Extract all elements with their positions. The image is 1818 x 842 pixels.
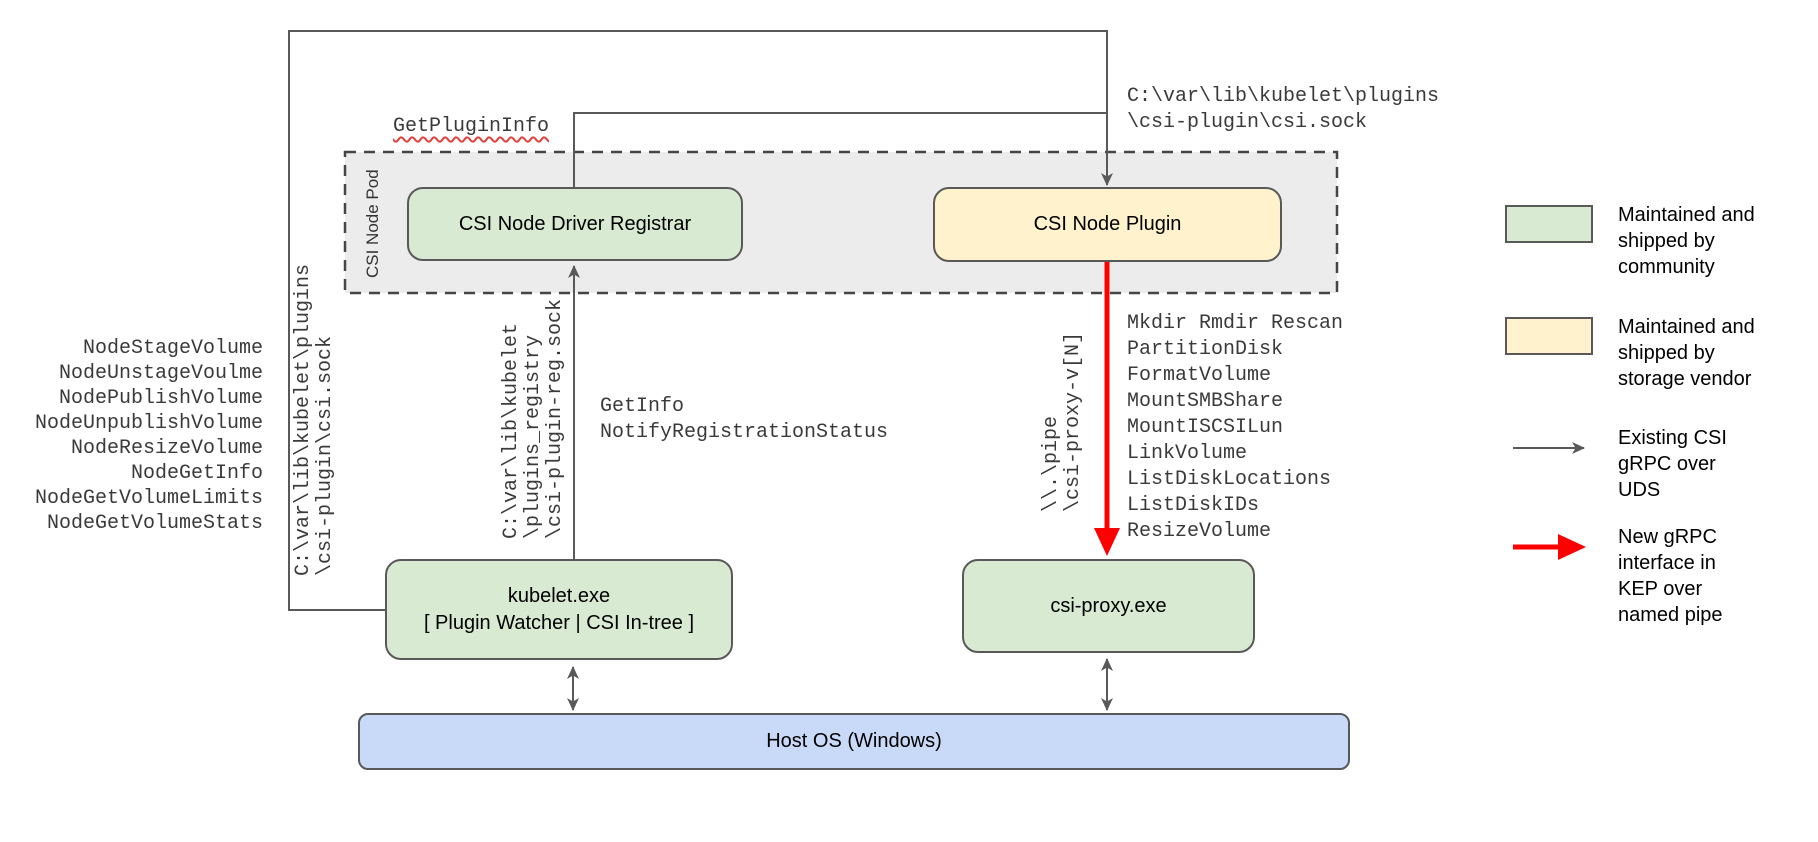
host-os-box: Host OS (Windows) [358,713,1350,770]
csi-proxy-rpc-list: Mkdir Rmdir Rescan PartitionDisk FormatV… [1127,312,1344,543]
getplugininfo-connector [573,112,1106,187]
legend-community-swatch [1505,205,1593,243]
host-os-label: Host OS (Windows) [766,730,942,752]
registration-sock-path-rotated-annotation: C:\var\lib\kubelet \plugins_registry \cs… [500,298,567,539]
csi-node-driver-registrar-box: CSI Node Driver Registrar [407,187,743,261]
csi-node-pod-label: CSI Node Pod [363,169,382,278]
legend-existing-uds-label: Existing CSI gRPC over UDS [1618,427,1727,501]
csi-node-driver-registrar-label: CSI Node Driver Registrar [458,212,692,235]
uds-sock-path-rotated-annotation: C:\var\lib\kubelet\plugins \csi-plugin\c… [292,263,337,576]
kubelet-label-line1: kubelet.exe [507,584,611,607]
kubelet-label-line2: [ Plugin Watcher | CSI In-tree ] [423,611,695,634]
plugin-sock-path-annotation: C:\var\lib\kubelet\plugins \csi-plugin\c… [1127,85,1440,134]
legend-vendor-swatch [1505,317,1593,355]
legend-new-pipe-label: New gRPC interface in KEP over named pip… [1618,526,1723,626]
csi-proxy-box: csi-proxy.exe [962,559,1255,653]
legend-vendor-label: Maintained and shipped by storage vendor [1618,316,1755,390]
csi-node-plugin-label: CSI Node Plugin [1033,213,1182,235]
kubelet-box: kubelet.exe [ Plugin Watcher | CSI In-tr… [385,559,733,660]
legend-community-label: Maintained and shipped by community [1618,204,1755,278]
uds-kubelet-to-plugin-connector [288,30,1113,611]
getplugininfo-annotation: GetPluginInfo [393,115,550,138]
csi-proxy-label: csi-proxy.exe [1050,594,1167,617]
named-pipe-rotated-annotation: \\.\pipe \csi-proxy-v[N] [1040,331,1085,512]
node-rpc-list: NodeStageVolume NodeUnstageVoulme NodePu… [34,337,263,535]
registration-rpc-list: GetInfo NotifyRegistrationStatus [600,395,889,444]
csi-node-plugin-box: CSI Node Plugin [933,187,1282,262]
